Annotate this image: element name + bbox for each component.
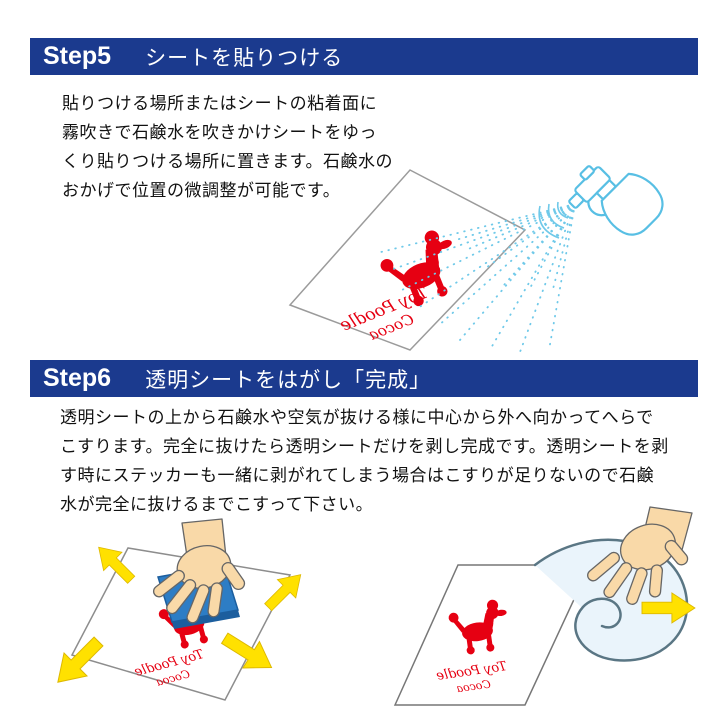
svg-text:Cocoa: Cocoa (456, 678, 492, 696)
body-line: 水が完全に抜けるまでこすって下さい。 (60, 495, 374, 515)
spray-arcs (538, 201, 569, 239)
body-line: くり貼りつける場所に置きます。石鹸水の (62, 152, 393, 172)
step6-header: Step6 透明シートをはがし「完成」 (30, 360, 698, 397)
peeling-hand (587, 506, 693, 605)
body-line: 貼りつける場所またはシートの粘着面に (62, 94, 378, 114)
peel-sheet-illustration: Toy Poodle Cocoa (393, 506, 696, 706)
body-line: こすります。完全に抜けたら透明シートだけを剥し完成です。透明シートを剥 (60, 437, 669, 457)
step5-label: Step5 (43, 42, 112, 70)
body-line: す時にステッカーも一緒に剥がれてしまう場合はこすりが足りないので石鹸 (60, 466, 655, 486)
step6-title: 透明シートをはがし「完成」 (145, 367, 432, 392)
spray-bottle-icon (568, 165, 664, 236)
step5-title: シートを貼りつける (145, 45, 344, 70)
body-line: 透明シートの上から石鹸水や空気が抜ける様に中心から外へ向かってへらで (60, 408, 654, 428)
step5-illustration: Toy Poodle Cocoa (288, 165, 664, 353)
body-line: おかげで位置の微調整が可能です。 (62, 181, 341, 201)
step6-illustration: Toy Poodle Cocoa (45, 506, 696, 706)
rubbing-hand (152, 518, 246, 624)
body-line: 霧吹きで石鹸水を吹きかけシートをゆっ (62, 123, 377, 143)
transfer-sheet (288, 169, 527, 351)
spray-mist (376, 203, 576, 353)
step5-header: Step5 シートを貼りつける (30, 38, 698, 75)
step6-label: Step6 (43, 364, 112, 392)
rub-outward-illustration: Toy Poodle Cocoa (45, 518, 311, 701)
step5-instructions: 貼りつける場所またはシートの粘着面に 霧吹きで石鹸水を吹きかけシートをゆっ くり… (62, 90, 393, 206)
step6-instructions: 透明シートの上から石鹸水や空気が抜ける様に中心から外へ向かってへらで こすります… (60, 404, 669, 520)
